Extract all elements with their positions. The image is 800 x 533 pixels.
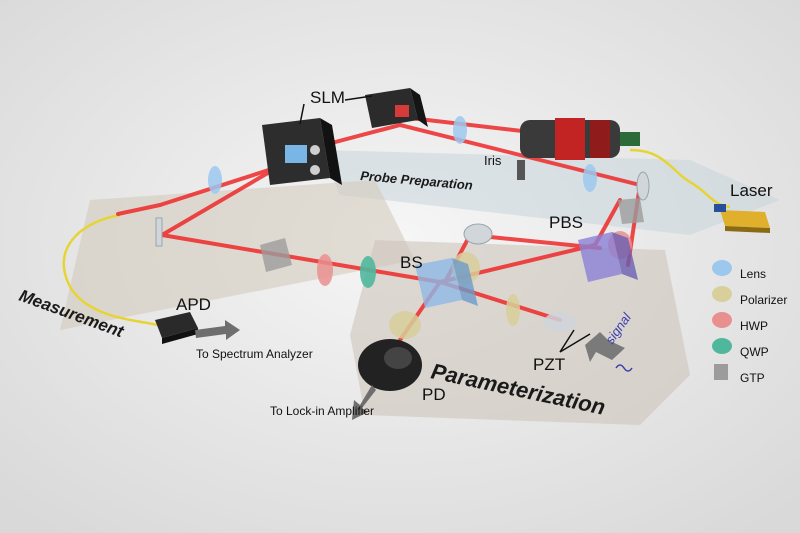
- pd-detector: [358, 339, 422, 391]
- legend-swatch-hwp: [712, 312, 732, 328]
- legend-label-gtp: GTP: [740, 371, 765, 385]
- label-slm: SLM: [310, 88, 345, 107]
- lens-probe: [453, 116, 467, 144]
- label-bs: BS: [400, 253, 423, 272]
- legend-swatch-qwp: [712, 338, 732, 354]
- label-to-spectrum: To Spectrum Analyzer: [196, 347, 313, 361]
- mirror-right: [637, 172, 649, 200]
- gtp-probe: [618, 198, 644, 224]
- label-apd: APD: [176, 295, 211, 314]
- iris-post: [517, 160, 525, 180]
- legend-label-polarizer: Polarizer: [740, 293, 787, 307]
- legend-label-lens: Lens: [740, 267, 766, 281]
- label-pd: PD: [422, 385, 446, 404]
- mirror-top: [464, 224, 492, 244]
- polarizer-bs-right: [506, 294, 520, 326]
- slm-device-main: [262, 118, 342, 185]
- lens-measurement: [208, 166, 222, 194]
- legend-label-qwp: QWP: [740, 345, 769, 359]
- lens-right: [583, 164, 597, 192]
- hwp-measurement: [317, 254, 333, 286]
- legend-swatch-gtp: [714, 364, 728, 380]
- label-laser: Laser: [730, 181, 773, 200]
- legend-label-hwp: HWP: [740, 319, 768, 333]
- legend-swatch-lens: [712, 260, 732, 276]
- legend-swatch-polarizer: [712, 286, 732, 302]
- polarizer-bs-bottom: [389, 311, 421, 339]
- label-iris: Iris: [484, 153, 502, 168]
- quarter-wave-plate: [360, 256, 376, 288]
- label-pzt: PZT: [533, 355, 565, 374]
- mirror-left: [156, 218, 162, 246]
- label-pbs: PBS: [549, 213, 583, 232]
- label-to-lockin: To Lock-in Amplifier: [270, 404, 374, 418]
- pzt-mirror: [544, 312, 576, 332]
